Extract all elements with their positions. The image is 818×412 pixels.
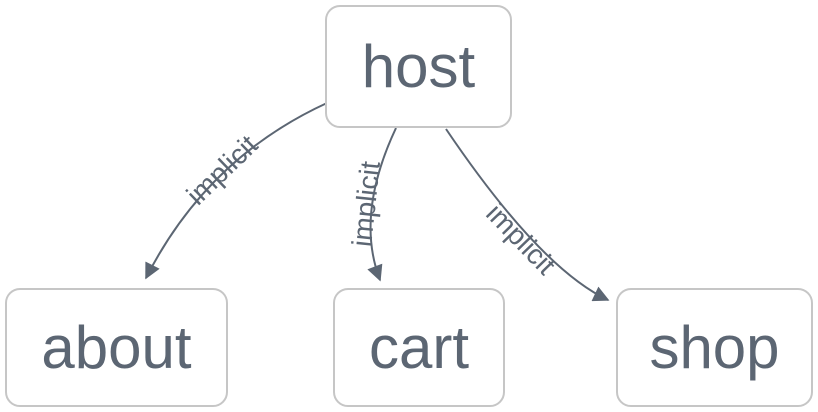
edge-label-host-about: implicit — [180, 129, 263, 211]
edge-host-shop — [445, 128, 610, 302]
edge-label-host-cart: implicit — [346, 160, 386, 249]
node-about-label: about — [41, 313, 192, 381]
node-cart[interactable]: cart — [333, 288, 505, 407]
edge-host-cart — [367, 127, 397, 282]
node-about[interactable]: about — [5, 288, 228, 407]
edge-host-about — [145, 102, 328, 280]
node-shop[interactable]: shop — [616, 288, 813, 407]
edge-label-host-shop: implicit — [480, 197, 562, 280]
node-host-label: host — [361, 32, 476, 100]
node-cart-label: cart — [368, 313, 470, 381]
node-host[interactable]: host — [325, 5, 512, 128]
node-shop-label: shop — [649, 313, 780, 381]
